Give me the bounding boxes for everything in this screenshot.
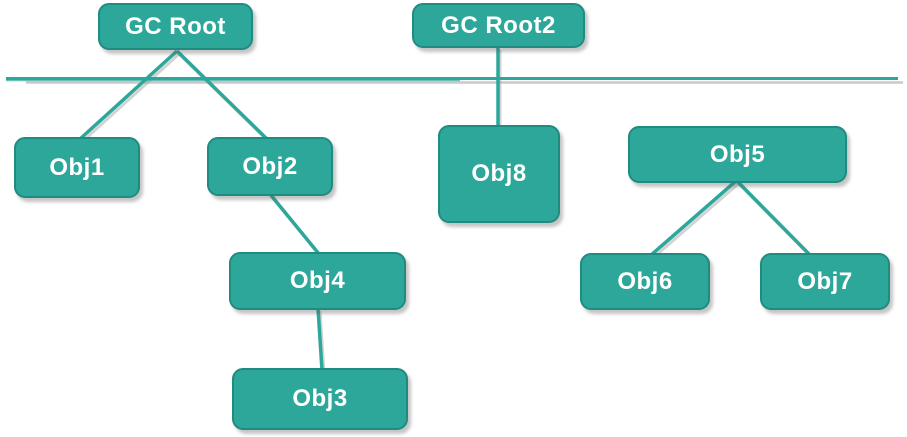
node-obj4: Obj4 [229,252,406,310]
node-obj8: Obj8 [438,125,560,223]
edge-obj5-obj7 [735,179,813,258]
node-label-obj4: Obj4 [289,267,346,294]
node-label-gc-root: GC Root [125,12,226,40]
node-gc-root: GC Root [98,3,253,50]
node-label-obj7: Obj7 [797,267,853,295]
node-label-obj6: Obj6 [617,267,673,295]
edge-obj4-obj3 [316,307,324,371]
node-label-obj2: Obj2 [242,152,298,180]
node-label-obj8: Obj8 [471,160,527,187]
node-obj5: Obj5 [628,126,847,183]
node-gc-root2: GC Root2 [412,3,585,48]
edge-shadow-obj5-obj6 [651,182,739,261]
edge-shadow-gc-root-obj1 [80,52,181,144]
node-label-obj1: Obj1 [49,153,105,181]
node-obj1: Obj1 [14,137,140,198]
node-obj2: Obj2 [207,137,333,196]
node-label-obj5: Obj5 [709,140,766,168]
node-obj6: Obj6 [580,253,710,310]
edge-shadow-obj4-obj3 [318,310,326,374]
edge-obj2-obj4 [268,192,321,256]
edge-obj5-obj6 [648,179,738,258]
node-obj3: Obj3 [232,368,408,430]
edge-gc-root-obj2 [175,49,271,143]
node-label-gc-root2: GC Root2 [441,11,556,39]
edge-gc-root-obj1 [78,49,179,141]
node-obj7: Obj7 [760,253,890,310]
node-label-obj3: Obj3 [292,385,348,412]
